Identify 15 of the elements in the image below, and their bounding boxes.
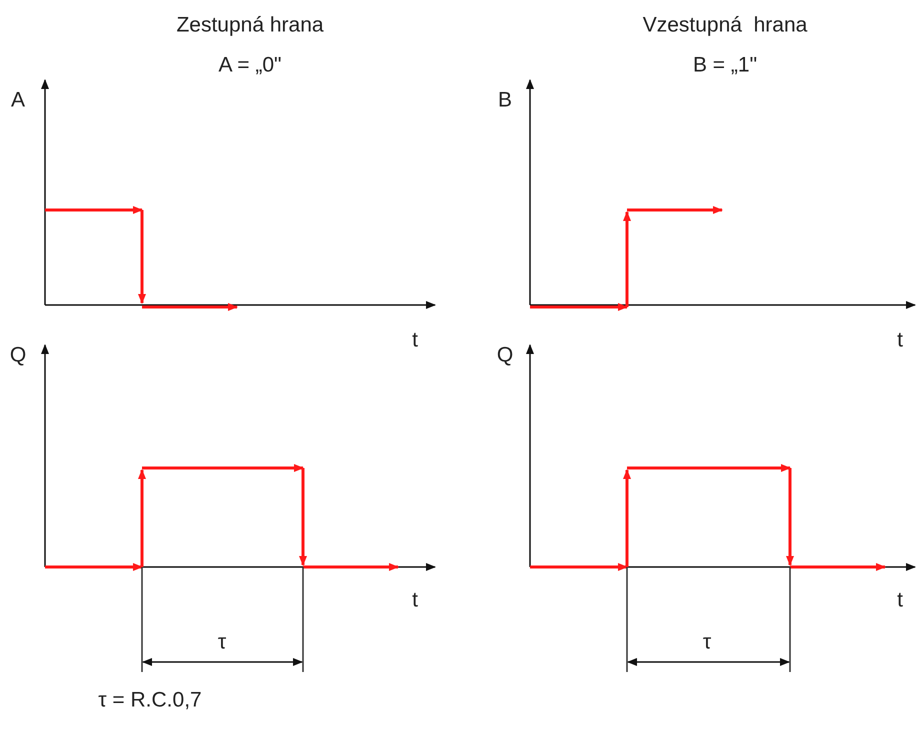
axis-label: B	[498, 90, 512, 110]
condition-label: A = „0"	[218, 54, 282, 76]
axis-label: t	[412, 590, 418, 610]
axis-label: t	[412, 330, 418, 350]
dimension-label: τ	[702, 632, 712, 652]
axis-label: Q	[496, 344, 514, 366]
axis-label: Q	[10, 344, 26, 366]
axis-label: t	[897, 330, 903, 350]
axis-label: t	[897, 590, 903, 610]
dimension-label: τ	[218, 632, 226, 652]
condition-label: B = „1"	[692, 54, 758, 76]
chart-title: Zestupná hrana	[176, 14, 324, 36]
chart-title: Vzestupná hrana	[642, 14, 808, 36]
axis-label: A	[11, 90, 25, 110]
formula-text: τ = R.C.0,7	[98, 690, 202, 710]
